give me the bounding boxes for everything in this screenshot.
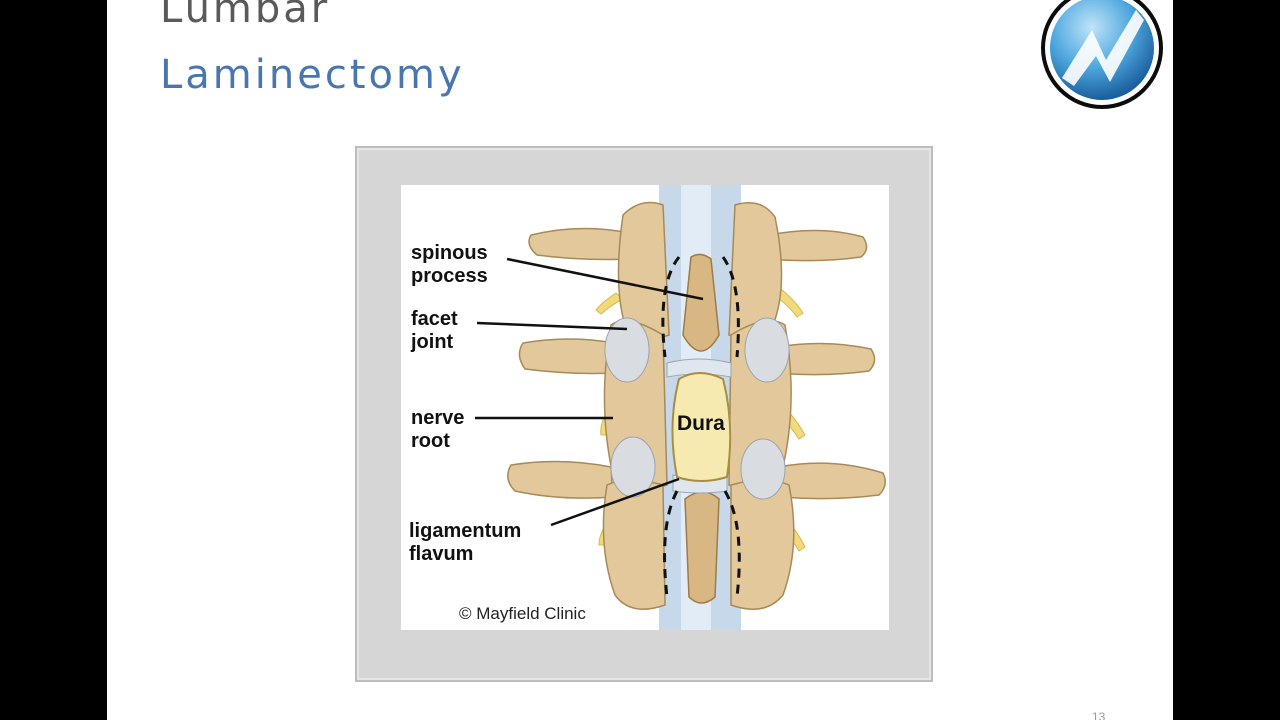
slide-page-number: 13 xyxy=(1092,710,1106,720)
slide-title-line2: Laminectomy xyxy=(160,52,465,98)
label-facet-joint: facet joint xyxy=(411,308,458,353)
label-ligamentum-flavum: ligamentum flavum xyxy=(409,520,522,565)
label-dura: Dura xyxy=(677,412,725,435)
spine-illustration: spinous process facet joint nerve root l… xyxy=(401,185,889,630)
company-logo-icon xyxy=(1041,0,1163,109)
image-credit: © Mayfield Clinic xyxy=(459,604,586,623)
slide-title-line1: Lumbar xyxy=(160,0,331,32)
label-nerve-root: nerve root xyxy=(411,407,465,452)
label-spinous-process: spinous process xyxy=(411,242,488,287)
figure-frame: spinous process facet joint nerve root l… xyxy=(355,146,933,682)
slide: Lumbar Laminectomy xyxy=(107,0,1173,720)
lumbar-spine-diagram xyxy=(475,185,886,630)
